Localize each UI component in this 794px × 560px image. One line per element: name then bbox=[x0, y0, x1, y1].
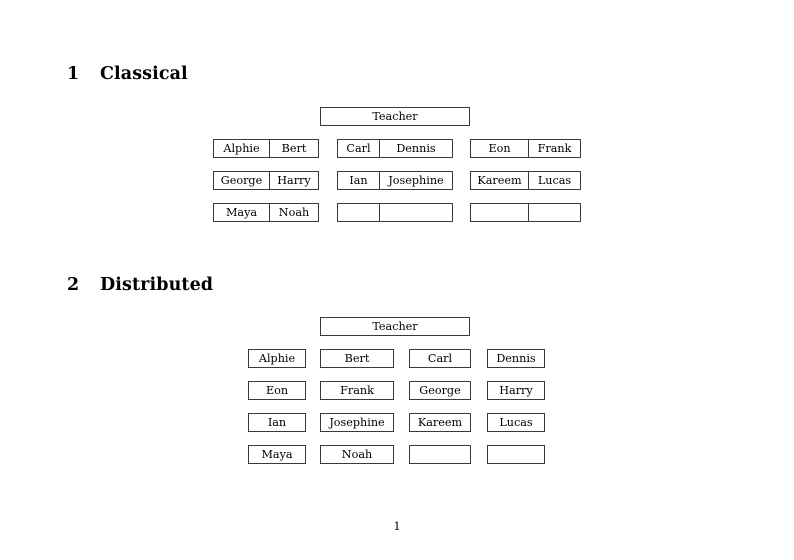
section-heading-classical: 1 Classical bbox=[67, 64, 188, 84]
page-number: 1 bbox=[393, 520, 401, 533]
name-cell[interactable]: Lucas bbox=[528, 172, 580, 189]
section-heading-distributed: 2 Distributed bbox=[67, 275, 213, 295]
name-cell[interactable]: Carl bbox=[346, 141, 371, 155]
table-row-empty[interactable] bbox=[337, 203, 453, 222]
name-cell[interactable]: Josephine bbox=[379, 172, 452, 189]
name-cell[interactable]: Frank bbox=[528, 140, 580, 157]
name-cell[interactable]: Alphie bbox=[223, 141, 260, 155]
table-row[interactable]: Alphie Bert bbox=[213, 139, 319, 158]
name-box[interactable]: Eon bbox=[248, 381, 306, 400]
table-row[interactable]: Maya Noah bbox=[213, 203, 319, 222]
name-box[interactable]: Carl bbox=[409, 349, 471, 368]
name-box[interactable]: Lucas bbox=[487, 413, 545, 432]
name-box[interactable]: Josephine bbox=[320, 413, 394, 432]
name-box[interactable]: Noah bbox=[320, 445, 394, 464]
name-box[interactable]: Frank bbox=[320, 381, 394, 400]
name-box[interactable]: Kareem bbox=[409, 413, 471, 432]
name-box[interactable]: Harry bbox=[487, 381, 545, 400]
name-box[interactable]: Alphie bbox=[248, 349, 306, 368]
table-row[interactable]: Eon Frank bbox=[470, 139, 581, 158]
section-title: Classical bbox=[100, 64, 188, 84]
name-box[interactable]: George bbox=[409, 381, 471, 400]
section-number: 2 bbox=[67, 275, 80, 295]
table-row[interactable]: Kareem Lucas bbox=[470, 171, 581, 190]
name-cell[interactable]: Bert bbox=[269, 140, 318, 157]
name-box[interactable]: Maya bbox=[248, 445, 306, 464]
name-box-empty[interactable] bbox=[409, 445, 471, 464]
table-row-empty[interactable] bbox=[470, 203, 581, 222]
name-cell[interactable]: George bbox=[220, 173, 263, 187]
name-cell-empty[interactable] bbox=[338, 204, 379, 221]
name-box[interactable]: Dennis bbox=[487, 349, 545, 368]
name-cell-empty[interactable] bbox=[528, 204, 580, 221]
name-cell[interactable]: Dennis bbox=[379, 140, 452, 157]
section-number: 1 bbox=[67, 64, 80, 84]
name-cell-empty[interactable] bbox=[471, 204, 528, 221]
name-cell[interactable]: Ian bbox=[349, 173, 368, 187]
name-cell[interactable]: Kareem bbox=[477, 173, 522, 187]
name-cell[interactable]: Harry bbox=[269, 172, 318, 189]
name-cell-empty[interactable] bbox=[379, 204, 452, 221]
teacher-box-classical[interactable]: Teacher bbox=[320, 107, 470, 126]
name-cell[interactable]: Eon bbox=[488, 141, 511, 155]
name-box[interactable]: Bert bbox=[320, 349, 394, 368]
name-cell[interactable]: Maya bbox=[225, 205, 258, 219]
teacher-box-distributed[interactable]: Teacher bbox=[320, 317, 470, 336]
name-box-empty[interactable] bbox=[487, 445, 545, 464]
section-title: Distributed bbox=[100, 275, 214, 295]
table-row[interactable]: Ian Josephine bbox=[337, 171, 453, 190]
name-cell[interactable]: Noah bbox=[269, 204, 318, 221]
table-row[interactable]: Carl Dennis bbox=[337, 139, 453, 158]
name-box[interactable]: Ian bbox=[248, 413, 306, 432]
table-row[interactable]: George Harry bbox=[213, 171, 319, 190]
